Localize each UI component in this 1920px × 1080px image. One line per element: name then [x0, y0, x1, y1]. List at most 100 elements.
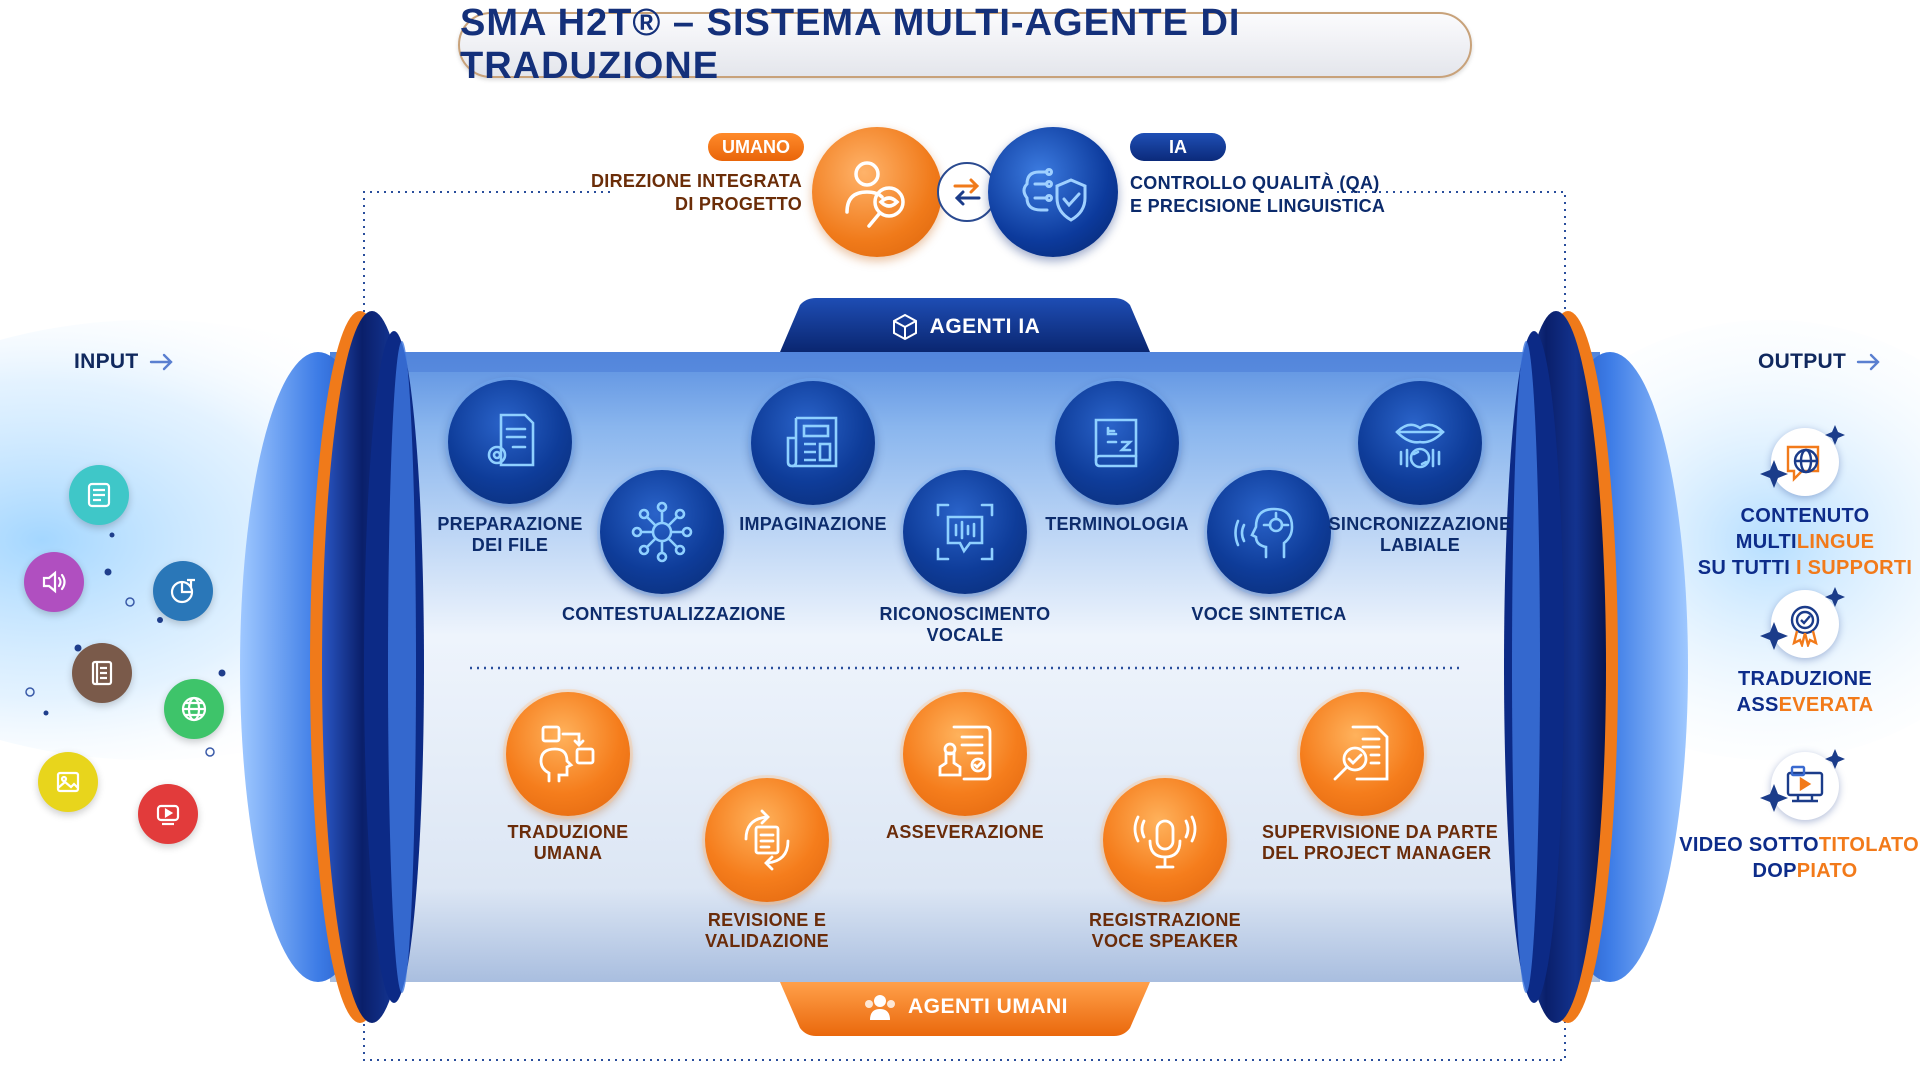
human-agent-sworn-label: ASSEVERAZIONE	[865, 822, 1065, 843]
human-agent-translation	[506, 692, 630, 816]
output-text-segment: EVERATA	[1778, 694, 1874, 716]
human-control-line-2: DI PROGETTO	[675, 194, 802, 214]
label-line: TERMINOLOGIA	[1045, 514, 1189, 534]
ai-agent-file-preparation	[448, 380, 572, 504]
ai-agent-lip-sync	[1358, 381, 1482, 505]
file-gear-icon	[487, 413, 535, 467]
globe-icon	[181, 696, 207, 722]
ai-qa-node	[988, 127, 1118, 257]
label-line: DEI FILE	[471, 535, 549, 555]
output-video-text: VIDEO SOTTOTITOLATO /DOPPIATO	[1675, 832, 1920, 884]
newspaper-icon	[786, 416, 838, 468]
human-agent-pm-supervision	[1300, 692, 1424, 816]
output-text-segment: VIDEO SOTTO	[1679, 834, 1819, 856]
input-label: INPUT	[74, 350, 175, 374]
input-video	[138, 784, 198, 844]
human-agent-sworn	[903, 692, 1027, 816]
label-line: UMANA	[533, 843, 603, 863]
label-line: VOCALE	[926, 625, 1004, 645]
input-web	[164, 679, 224, 739]
network-icon	[631, 501, 693, 563]
input-audio	[24, 552, 84, 612]
human-control-text: DIREZIONE INTEGRATA DI PROGETTO	[580, 170, 802, 216]
input-label-text: INPUT	[74, 350, 139, 373]
input-image	[38, 752, 98, 812]
certified-badge-icon	[1790, 605, 1820, 647]
ai-agent-terminology-label: TERMINOLOGIA	[1017, 514, 1217, 535]
speaker-icon	[42, 570, 66, 594]
arrow-right-icon	[149, 353, 173, 371]
label-line: TRADUZIONE	[507, 822, 629, 842]
output-text-segment: LINGUE	[1796, 531, 1875, 553]
diagram-title: SMA H2T® – SISTEMA MULTI-AGENTE DI TRADU…	[458, 2, 1472, 87]
label-line: IMPAGINAZIONE	[739, 514, 887, 534]
human-agents-banner: AGENTI UMANI	[800, 992, 1130, 1022]
voice-wave-icon	[936, 503, 994, 561]
output-text-segment: SU TUTTI	[1697, 557, 1796, 579]
book-icon	[91, 660, 113, 686]
person-eye-icon	[845, 161, 905, 228]
input-book	[72, 643, 132, 703]
image-icon	[56, 771, 80, 793]
translator-head-icon	[539, 725, 595, 783]
output-text-segment: SUPPORTI	[1807, 557, 1913, 579]
label-line: REGISTRAZIONE	[1089, 910, 1241, 930]
ai-agent-contextualization-label: CONTESTUALIZZAZIONE	[562, 604, 786, 625]
lips-sync-icon	[1395, 423, 1445, 469]
output-line: DOPPIATO	[1675, 858, 1920, 884]
output-text-segment: CONTENUTO	[1740, 505, 1870, 527]
ai-tag: IA	[1130, 133, 1226, 161]
label-line: RICONOSCIMENTO	[879, 604, 1051, 624]
text-document-icon	[87, 482, 111, 508]
stamp-icon	[938, 725, 992, 781]
human-agent-voice-recording	[1103, 778, 1227, 902]
ai-agent-speech-recognition	[903, 470, 1027, 594]
glossary-book-icon	[1094, 418, 1138, 468]
output-line: TRADUZIONE	[1675, 666, 1920, 692]
output-text-segment: PIATO	[1796, 860, 1858, 882]
human-agent-review	[705, 778, 829, 902]
output-video-icon	[1771, 752, 1839, 820]
ai-control-line-2: E PRECISIONE LINGUISTICA	[1130, 196, 1386, 216]
label-line: ASSEVERAZIONE	[886, 822, 1044, 842]
ai-control-line-1: CONTROLLO QUALITÀ (QA)	[1130, 173, 1380, 193]
label-line: VOCE SINTETICA	[1191, 604, 1347, 624]
output-multilingual-icon	[1771, 428, 1839, 496]
ai-agent-layout	[751, 381, 875, 505]
label-line: DEL PROJECT MANAGER	[1262, 843, 1492, 863]
human-direction-node	[812, 127, 942, 257]
input-text-document	[69, 465, 129, 525]
arrow-right-icon	[1856, 353, 1880, 371]
human-tag: UMANO	[708, 133, 804, 161]
people-icon	[865, 995, 895, 1020]
output-line: VIDEO SOTTOTITOLATO /	[1675, 832, 1920, 858]
output-text-segment: TRADUZIONE	[1737, 668, 1873, 690]
output-text-segment: ASS	[1736, 694, 1779, 716]
pie-chart-icon	[170, 578, 195, 604]
label-line: VALIDAZIONE	[705, 931, 829, 951]
video-play-icon	[156, 804, 180, 826]
human-agents-banner-label: AGENTI UMANI	[908, 995, 1068, 1018]
label-line: SUPERVISIONE DA PARTE	[1262, 822, 1499, 842]
ai-agent-layout-label: IMPAGINAZIONE	[713, 514, 913, 535]
label-line: PREPARAZIONE	[437, 514, 583, 534]
human-control-line-1: DIREZIONE INTEGRATA	[590, 171, 802, 191]
ai-agent-terminology	[1055, 381, 1179, 505]
output-text-segment: TITOLATO /	[1818, 834, 1920, 856]
ai-agent-contextualization	[600, 470, 724, 594]
output-line: ASSEVERATA	[1675, 692, 1920, 718]
output-sworn-icon	[1771, 590, 1839, 658]
label-line: CONTESTUALIZZAZIONE	[562, 604, 786, 624]
video-presenter-icon	[1786, 765, 1824, 803]
microphone-icon	[1133, 815, 1197, 869]
output-text-segment: DOP	[1752, 860, 1797, 882]
label-line: LABIALE	[1379, 535, 1461, 555]
